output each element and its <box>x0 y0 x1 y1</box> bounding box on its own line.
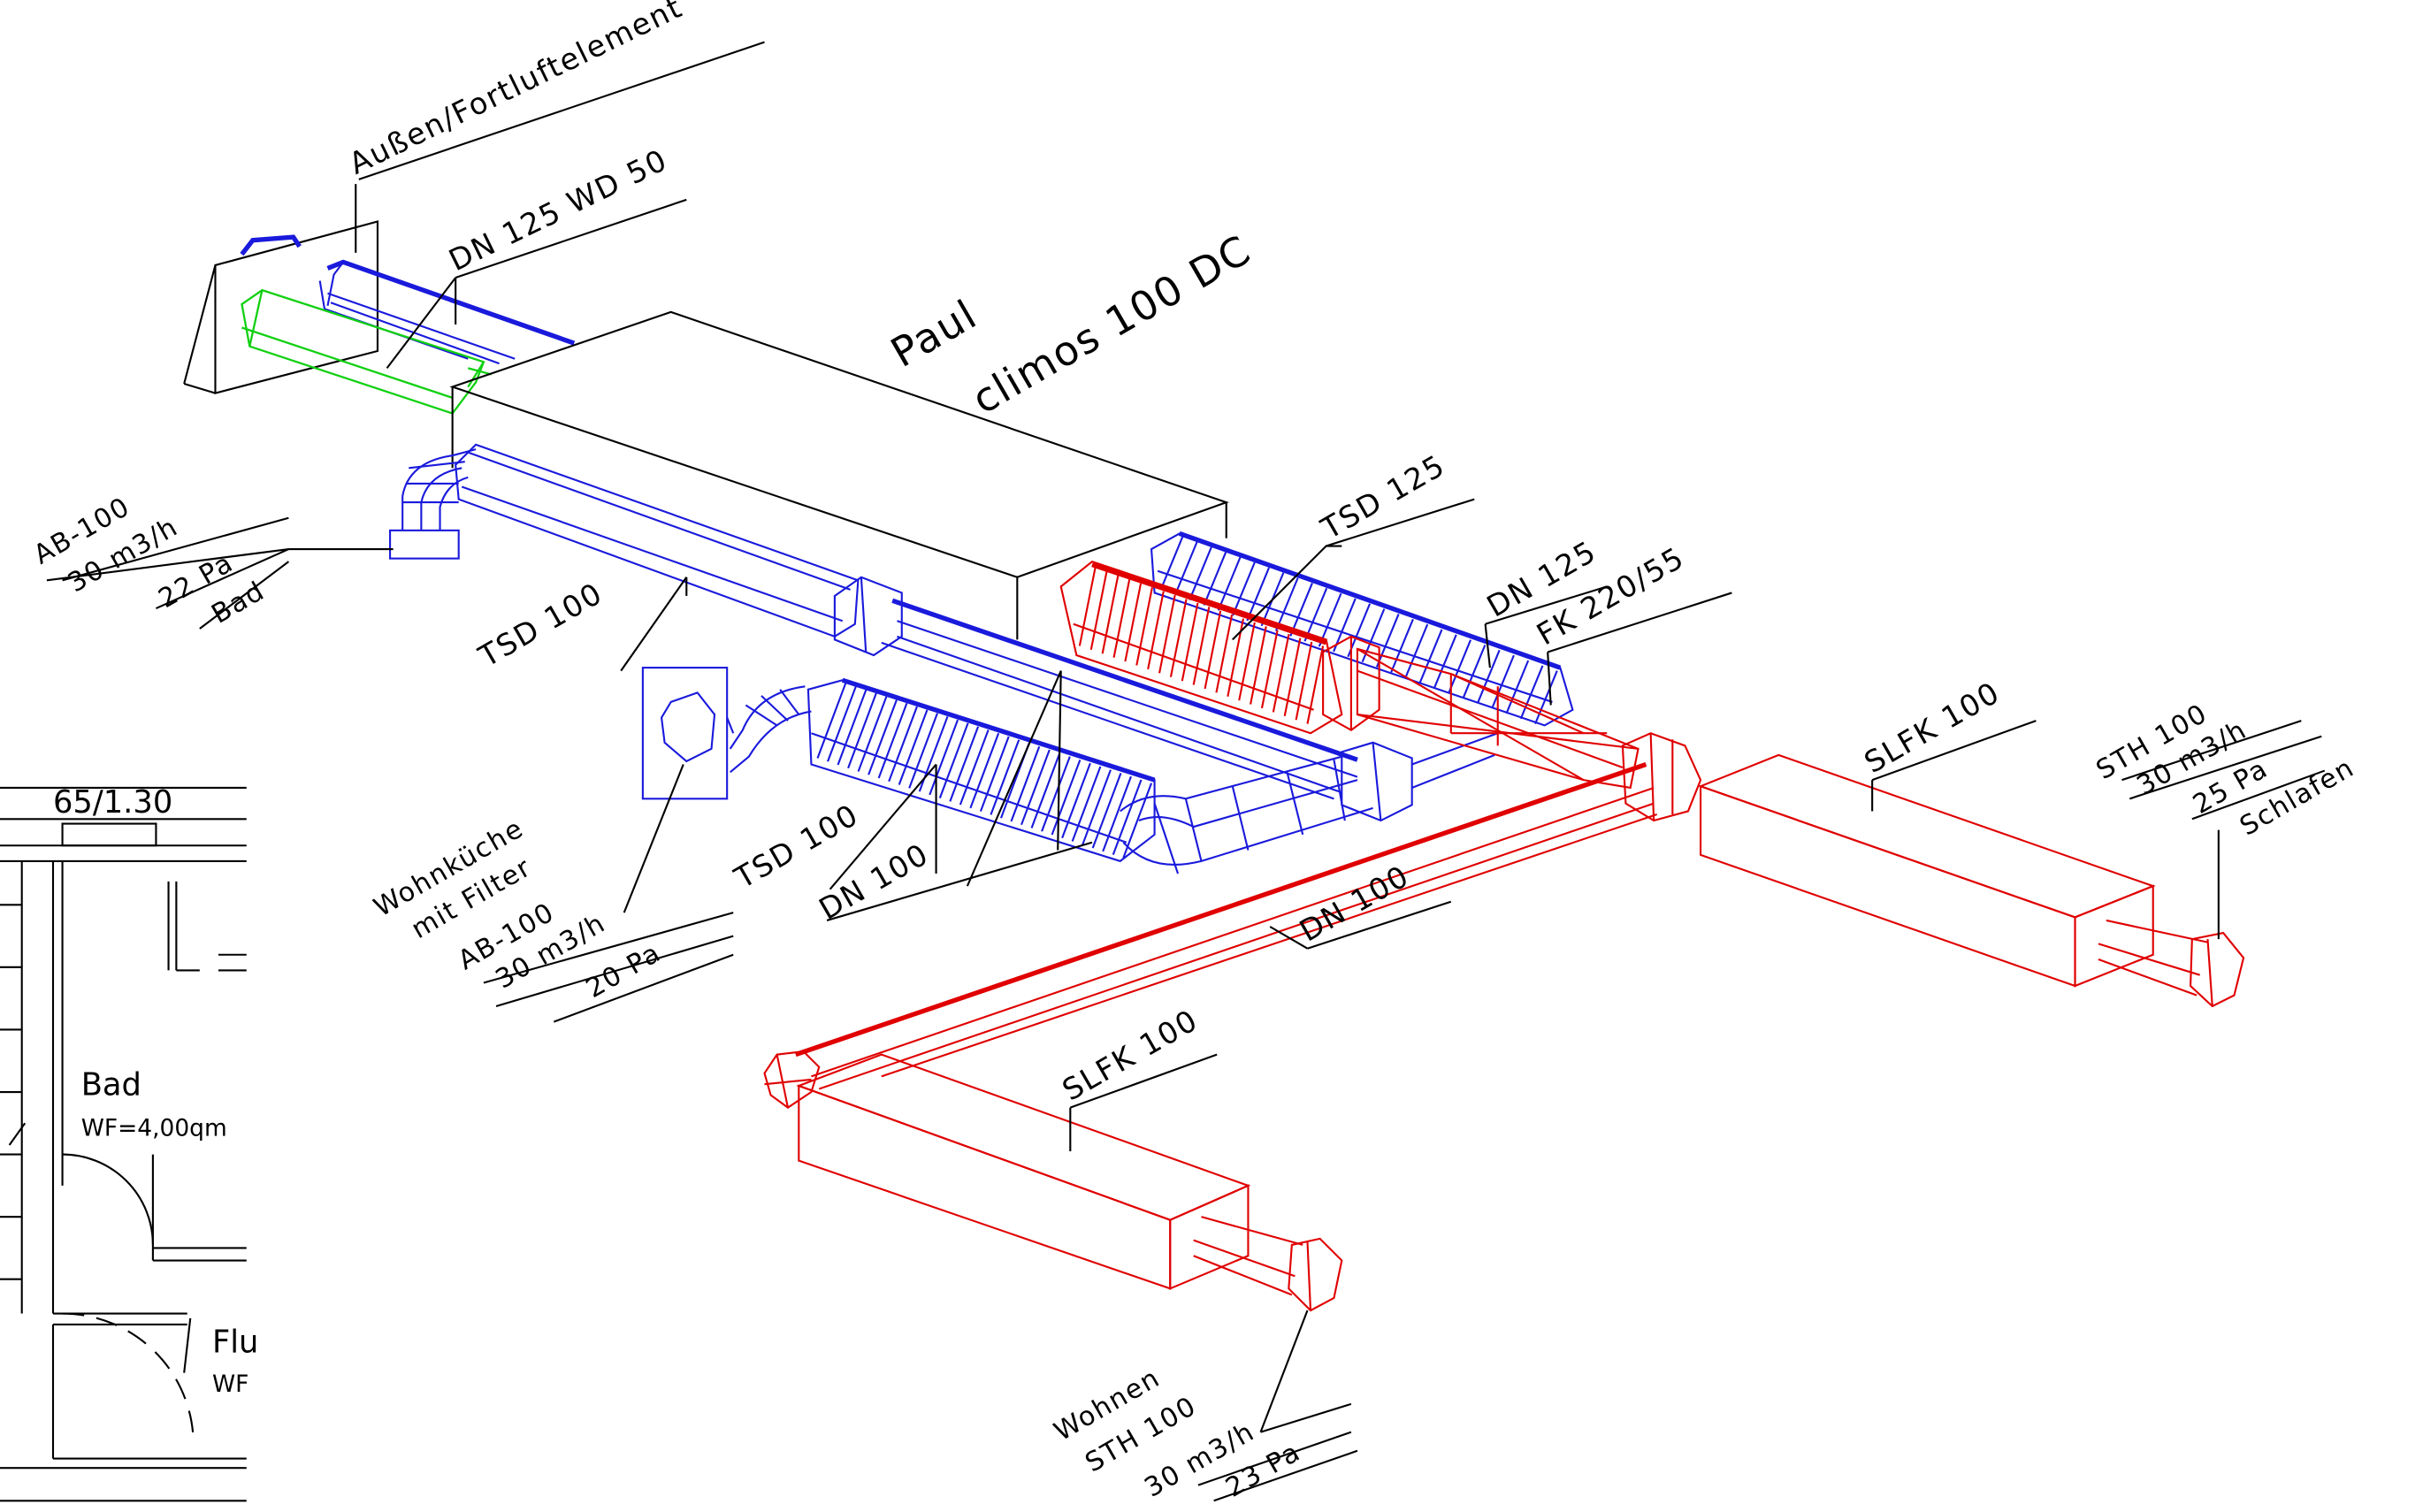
silencer-rib <box>1122 783 1153 859</box>
silencer-rib <box>1215 614 1234 693</box>
room-flur-area: WF <box>212 1371 248 1398</box>
silencer-rib <box>959 729 990 806</box>
silencer-rib <box>1519 665 1544 720</box>
silencer-rib <box>1061 762 1091 839</box>
silencer-rib <box>1102 775 1132 852</box>
silencer-rib <box>1246 567 1271 622</box>
silencer-rib <box>1112 779 1143 855</box>
silencer-rib <box>979 736 1010 813</box>
silencer-rib <box>847 692 877 769</box>
silencer-rib <box>1534 670 1558 725</box>
silencer-rib <box>1333 598 1357 653</box>
label-dn100-blue: DN 100 <box>814 836 935 927</box>
silencer-rib <box>1203 552 1227 606</box>
silencer-rib <box>1433 634 1457 689</box>
silencer-rib <box>1404 623 1429 678</box>
outdoor-exhaust-element <box>183 184 576 415</box>
silencer-rib <box>827 686 857 762</box>
silencer-rib <box>1189 546 1212 600</box>
silencer-rib <box>1071 766 1102 842</box>
silencer-rib <box>1295 641 1313 721</box>
silencer-rib <box>1078 567 1097 646</box>
leader-lines <box>46 41 2326 1502</box>
silencer-rib <box>938 722 969 798</box>
silencer-rib <box>1491 654 1515 709</box>
silencer-rib <box>1192 607 1211 685</box>
silencer-rib <box>949 726 980 802</box>
silencer-rib <box>1418 629 1443 683</box>
unit-brand: Paul <box>883 290 985 377</box>
silencer-rib <box>1375 614 1400 668</box>
silencer-rib <box>888 706 918 783</box>
silencer-rib <box>1041 756 1071 832</box>
label-slfk-left: SLFK 100 <box>1057 1003 1204 1108</box>
silencer-rib <box>1283 638 1302 717</box>
silencer-rib <box>1051 759 1082 836</box>
silencer-rib <box>868 699 898 775</box>
room-bad-area: WF=4,00qm <box>81 1114 227 1142</box>
label-tsd100-top: TSD 100 <box>472 576 608 675</box>
silencer-rib <box>1505 660 1530 714</box>
silencer-rib <box>1135 587 1153 666</box>
silencer-rib <box>877 702 908 779</box>
silencer-rib <box>1260 630 1279 709</box>
silencer-rib <box>1217 556 1242 611</box>
extract-duct-system <box>389 443 1574 874</box>
silencer-rib <box>1020 749 1051 826</box>
silencer-rib <box>1010 745 1041 822</box>
silencer-rib <box>1204 610 1222 690</box>
silencer-rib <box>1232 561 1256 616</box>
supply-duct-system <box>763 560 2245 1312</box>
silencer-rib <box>1272 633 1290 713</box>
silencer-rib <box>929 719 959 796</box>
silencer-rib <box>1476 649 1501 704</box>
silencer-rib <box>898 709 929 785</box>
label-tsd125: TSD 125 <box>1315 447 1451 546</box>
floorplan-fragment: 65/1.30 Bad WF=4,00qm Flu WF <box>0 784 258 1502</box>
label-dn125-wd50: DN 125 WD 50 <box>444 142 673 278</box>
dimension-label: 65/1.30 <box>53 784 172 821</box>
silencer-rib <box>1112 579 1131 658</box>
unit-model: climos 100 DC <box>964 225 1259 424</box>
silencer-rib <box>1091 773 1122 849</box>
silencer-rib <box>969 732 1000 809</box>
silencer-rib <box>1238 622 1256 701</box>
silencer-rib <box>1158 594 1176 674</box>
silencer-rib <box>1030 752 1061 829</box>
silencer-rib <box>857 696 888 772</box>
silencer-rib <box>1274 577 1299 631</box>
silencer-rib <box>1082 769 1112 845</box>
silencer-rib <box>816 683 847 759</box>
silencer-rib <box>1289 583 1313 637</box>
silencer-rib <box>1173 541 1198 596</box>
silencer-rib <box>1147 591 1165 670</box>
silencer-rib <box>1089 571 1108 651</box>
silencer-rib <box>908 713 938 789</box>
label-dn100-red: DN 100 <box>1294 859 1415 949</box>
silencer-rib <box>1390 618 1414 673</box>
silencer-rib <box>990 739 1020 815</box>
silencer-rib <box>1159 536 1184 591</box>
label-slfk-right: SLFK 100 <box>1859 675 2006 780</box>
kitchen-terminal-pressure: 20 Pa <box>581 937 667 1004</box>
silencer-rib <box>837 689 868 766</box>
silencer-rib <box>1250 626 1267 705</box>
silencer-rib <box>1101 575 1120 654</box>
silencer-rib <box>1124 583 1143 662</box>
room-flur-label: Flu <box>212 1325 258 1361</box>
silencer-rib <box>1306 645 1325 724</box>
silencer-rib <box>1303 587 1328 642</box>
silencer-rib <box>1169 599 1188 677</box>
silencer-rib <box>1462 645 1487 699</box>
silencer-rib <box>1448 639 1472 694</box>
room-bad-label: Bad <box>81 1067 141 1103</box>
silencer-rib <box>1181 602 1199 682</box>
